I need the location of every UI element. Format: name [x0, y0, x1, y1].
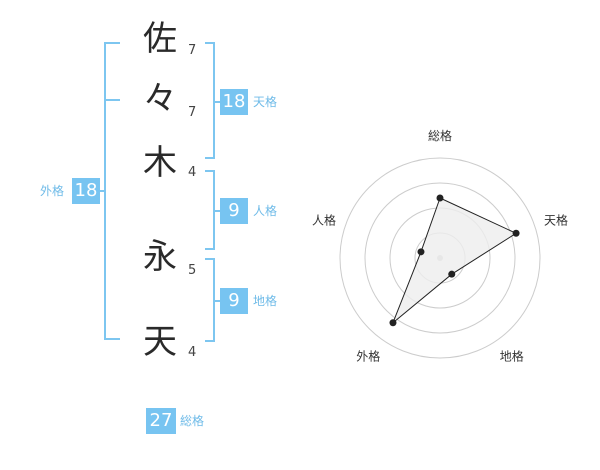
tenkaku-bracket-top: [205, 42, 215, 44]
gaikaku-bracket-mid: [104, 99, 120, 101]
radar-axis-label: 人格: [312, 212, 336, 227]
jinkaku-bracket-bottom: [205, 248, 215, 250]
chikaku-bracket-top: [205, 258, 215, 260]
radar-point-地格: [448, 270, 456, 278]
jinkaku-label: 人格: [253, 204, 278, 218]
name-char-4: 永: [143, 237, 177, 277]
radar-point-総格: [436, 194, 444, 202]
tenkaku-badge: 18: [220, 89, 248, 115]
gaikaku-badge: 18: [72, 178, 100, 204]
soukaku-label: 総格: [180, 414, 205, 428]
chikaku-badge: 9: [220, 288, 248, 314]
chikaku-bracket-bottom: [205, 340, 215, 342]
gaikaku-bracket-bottom: [104, 338, 120, 340]
chikaku-bracket-connector: [213, 300, 221, 302]
radar-axis-label: 外格: [356, 349, 380, 364]
name-char-3: 木: [143, 143, 177, 183]
radar-axis-label: 地格: [500, 349, 524, 364]
stroke-count-1: 7: [188, 43, 197, 58]
radar-value-polygon: [392, 197, 518, 324]
name-char-2: 々: [143, 79, 177, 119]
radar-point-人格: [417, 248, 425, 256]
radar-axis-label: 天格: [544, 212, 568, 227]
jinkaku-bracket-connector: [213, 210, 221, 212]
gaikaku-bracket-top: [104, 42, 120, 44]
soukaku-badge: 27: [146, 408, 176, 434]
chikaku-label: 地格: [253, 294, 278, 308]
radar-ring-3: [364, 182, 516, 334]
name-char-1: 佐: [143, 19, 177, 59]
jinkaku-bracket-top: [205, 170, 215, 172]
stroke-count-5: 4: [188, 345, 197, 360]
jinkaku-badge: 9: [220, 198, 248, 224]
gaikaku-bracket-connector: [98, 190, 106, 192]
gaikaku-label: 外格: [40, 184, 65, 198]
tenkaku-bracket-connector: [213, 101, 221, 103]
radar-ring-4: [339, 157, 541, 359]
radar-point-外格: [389, 319, 397, 327]
radar-axis-label: 総格: [428, 128, 452, 143]
stroke-count-4: 5: [188, 263, 197, 278]
stroke-count-3: 4: [188, 165, 197, 180]
tenkaku-bracket-vertical: [213, 42, 215, 159]
name-char-5: 天: [143, 322, 177, 362]
radar-point-天格: [512, 229, 520, 237]
stroke-count-2: 7: [188, 105, 197, 120]
tenkaku-label: 天格: [253, 95, 278, 109]
tenkaku-bracket-bottom: [205, 157, 215, 159]
